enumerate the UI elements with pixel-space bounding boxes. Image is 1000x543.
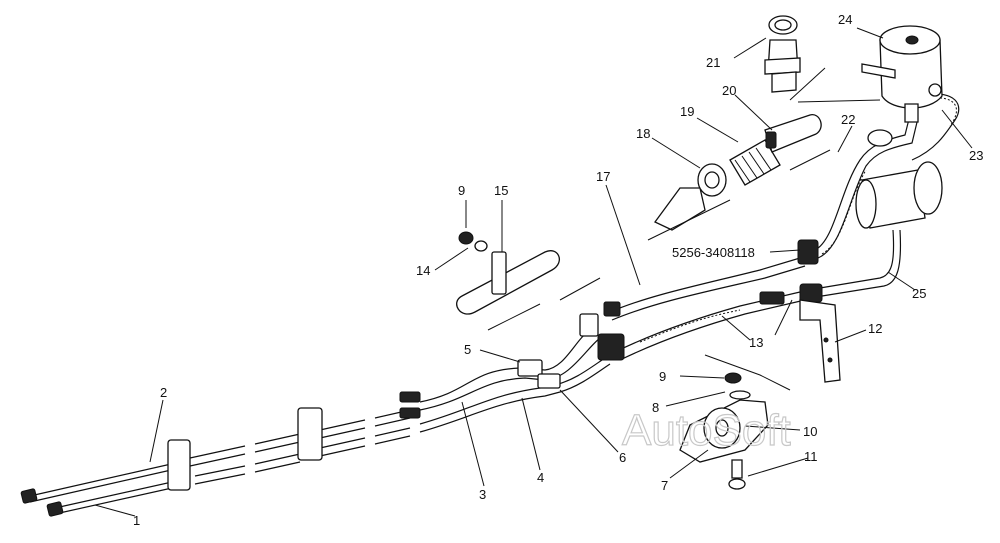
callout-8: 8 [652, 400, 659, 415]
callout-24: 24 [838, 12, 852, 27]
valve-parts-18-20 [647, 114, 831, 241]
clamp-5 [517, 359, 543, 377]
main-pipe-lines [29, 93, 960, 515]
clamp-6 [537, 373, 561, 389]
part-number-label: 5256-3408118 [672, 245, 755, 260]
callout-6: 6 [619, 450, 626, 465]
callout-2: 2 [160, 385, 167, 400]
callout-22: 22 [841, 112, 855, 127]
callout-3: 3 [479, 487, 486, 502]
filler-neck-21 [764, 15, 881, 103]
callout-9-lower: 9 [659, 369, 666, 384]
callout-19: 19 [680, 104, 694, 119]
callout-21: 21 [706, 55, 720, 70]
watermark: AutoSoft [622, 406, 791, 455]
callout-5: 5 [464, 342, 471, 357]
callout-14: 14 [416, 263, 430, 278]
bracket-12 [774, 299, 841, 383]
clip-assembly-15 [456, 231, 601, 331]
callout-7: 7 [661, 478, 668, 493]
leader-lines [94, 27, 973, 517]
callout-12: 12 [868, 321, 882, 336]
callout-10: 10 [803, 424, 817, 439]
callout-1: 1 [133, 513, 140, 528]
callout-20: 20 [722, 83, 736, 98]
callout-23: 23 [969, 148, 983, 163]
callout-11: 11 [804, 449, 818, 464]
clamp-mid [297, 407, 323, 461]
pipe-fittings [20, 239, 823, 517]
callout-13: 13 [749, 335, 763, 350]
master-cylinder [855, 129, 943, 229]
callout-9-upper: 9 [458, 183, 465, 198]
callout-labels: 1 2 3 4 5 6 7 8 9 10 11 12 13 14 9 15 17… [133, 12, 983, 528]
reservoir-24 [861, 25, 943, 123]
callout-18: 18 [636, 126, 650, 141]
mount-assembly-10 [679, 372, 769, 490]
callout-4: 4 [537, 470, 544, 485]
callout-15: 15 [494, 183, 508, 198]
clamp-2 [167, 439, 191, 491]
callout-17: 17 [596, 169, 610, 184]
callout-25: 25 [912, 286, 926, 301]
